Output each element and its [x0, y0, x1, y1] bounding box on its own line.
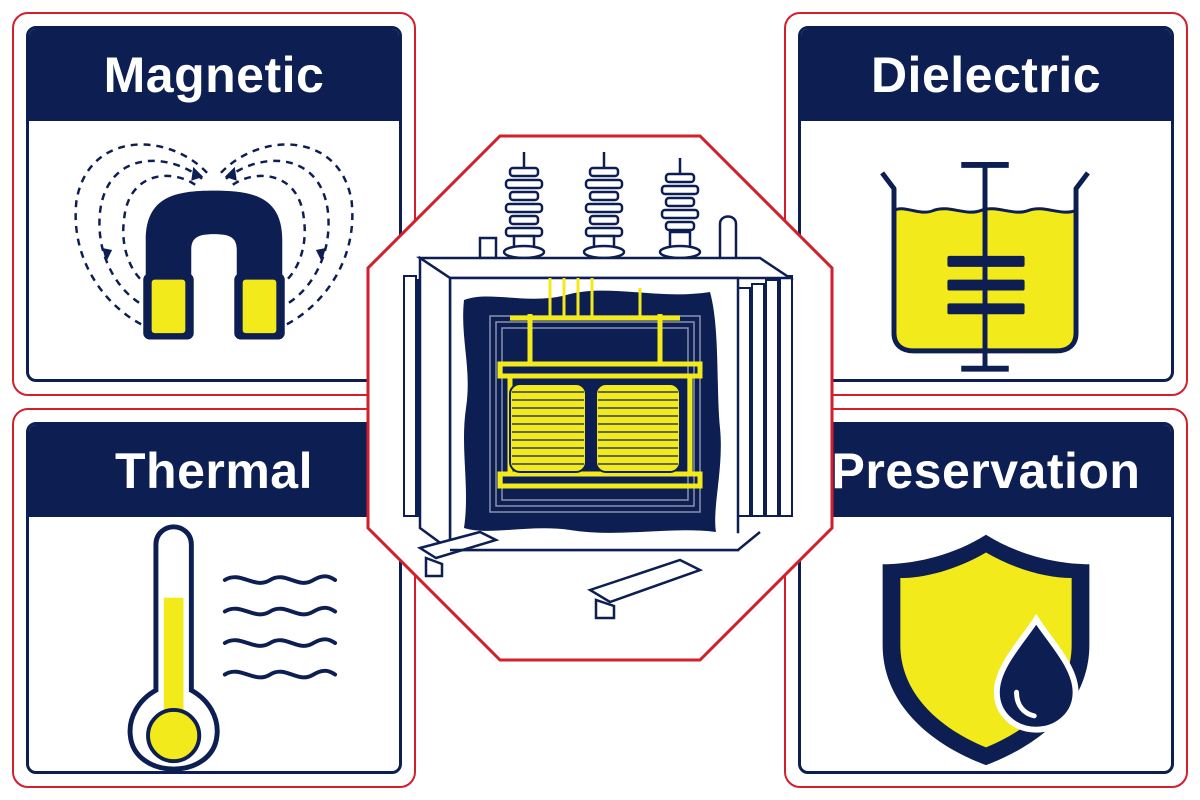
coil-left-icon — [509, 383, 587, 473]
preservation-panel: Preservation — [784, 408, 1188, 788]
thermometer-icon — [127, 524, 338, 771]
thermal-panel: Thermal — [12, 408, 416, 788]
base-rails-icon — [416, 530, 761, 620]
preservation-panel-frame: Preservation — [798, 422, 1174, 774]
magnet-icon — [74, 143, 354, 340]
preservation-title: Preservation — [801, 425, 1171, 517]
transformer-panel — [360, 128, 840, 668]
transformer-cutaway-icon — [366, 134, 834, 662]
dielectric-title: Dielectric — [801, 29, 1171, 121]
shield-oil-drop-icon — [882, 534, 1090, 766]
capacitor-in-oil-icon — [880, 161, 1090, 372]
coil-right-icon — [595, 383, 681, 473]
dielectric-panel-frame: Dielectric — [798, 26, 1174, 382]
thermal-body — [29, 517, 399, 771]
dielectric-body — [801, 121, 1171, 379]
magnetic-title: Magnetic — [29, 29, 399, 121]
magnetic-panel-frame: Magnetic — [26, 26, 402, 382]
heat-waves-icon — [222, 574, 338, 680]
thermal-panel-frame: Thermal — [26, 422, 402, 774]
dielectric-panel: Dielectric — [784, 12, 1188, 396]
radiator-right-icon — [737, 275, 793, 517]
preservation-body — [801, 517, 1171, 771]
magnetic-panel: Magnetic — [12, 12, 416, 396]
thermal-title: Thermal — [29, 425, 399, 517]
magnetic-body — [29, 121, 399, 379]
bushings-icon — [478, 152, 738, 264]
